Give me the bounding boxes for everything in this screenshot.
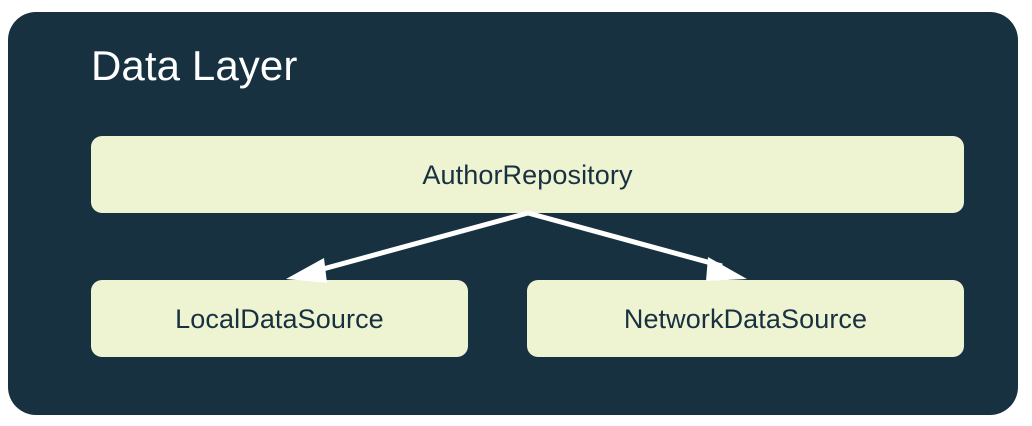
node-network-data-source[interactable]: NetworkDataSource: [527, 280, 964, 357]
node-author-repository[interactable]: AuthorRepository: [91, 136, 964, 213]
node-author-repository-label: AuthorRepository: [422, 159, 633, 190]
layer-title: Data Layer: [91, 42, 298, 89]
node-local-data-source-label: LocalDataSource: [175, 303, 384, 334]
node-local-data-source[interactable]: LocalDataSource: [91, 280, 468, 357]
node-network-data-source-label: NetworkDataSource: [623, 303, 868, 334]
